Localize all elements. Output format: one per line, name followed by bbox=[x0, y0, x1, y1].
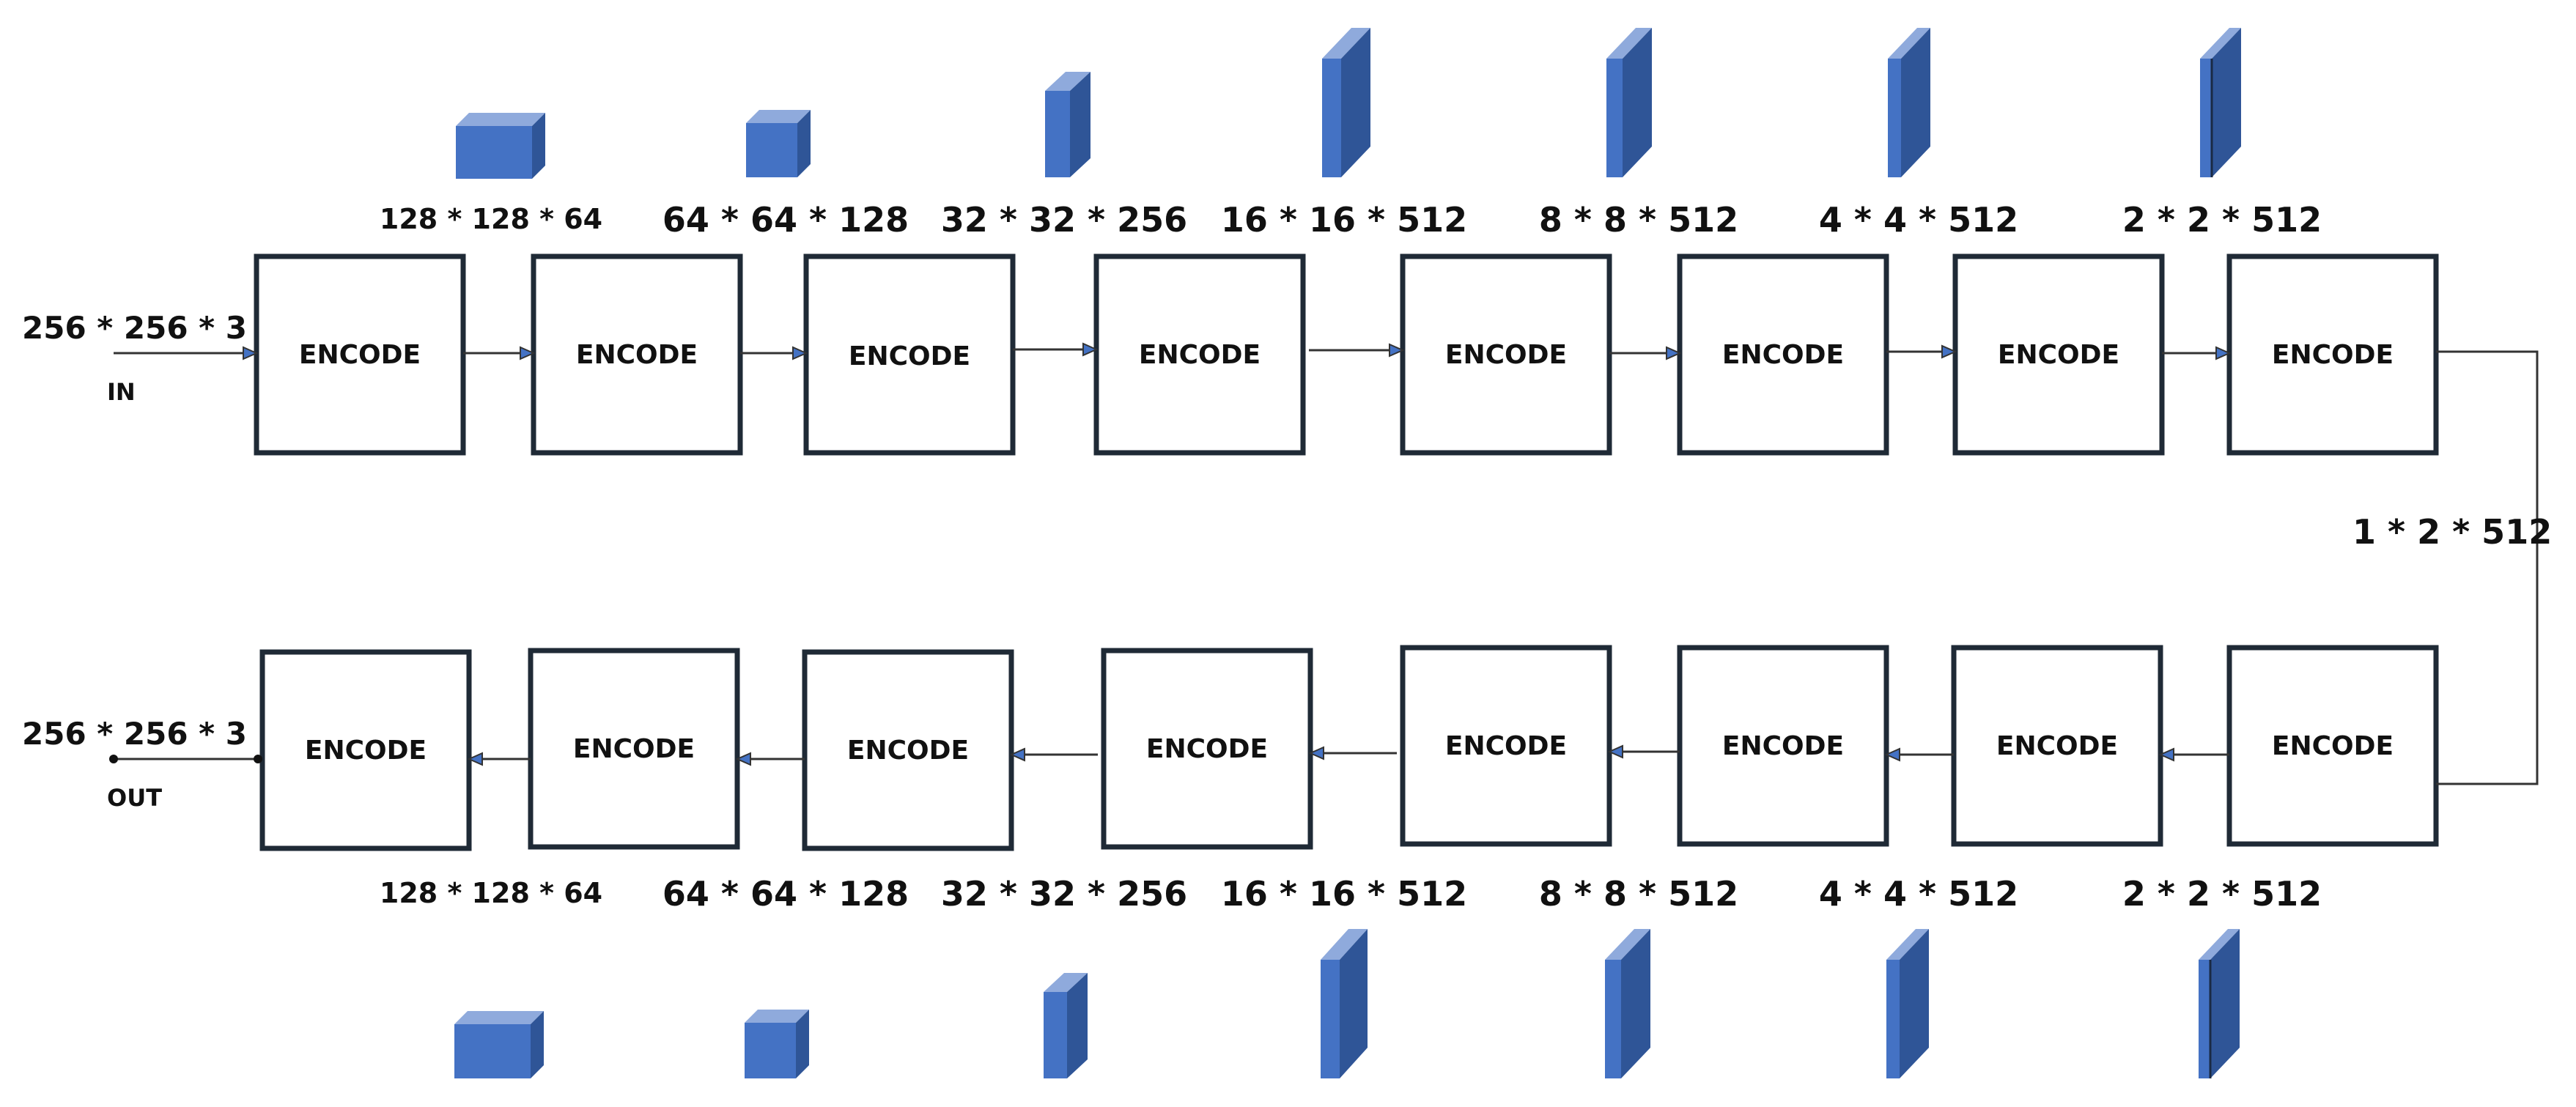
top-arrow-4 bbox=[1309, 343, 1405, 358]
block-label: ENCODE bbox=[1722, 340, 1844, 370]
feature-map-cuboid-icon bbox=[2199, 929, 2240, 1078]
top-encode-block-4: ENCODE bbox=[1093, 253, 1306, 456]
top-encode-block-1: ENCODE bbox=[254, 253, 466, 456]
output-dims-label: 256 * 256 * 3 bbox=[22, 716, 247, 752]
bottom-arrow-3 bbox=[1009, 747, 1098, 762]
bottom-feature-map-icons bbox=[454, 929, 2240, 1078]
top-arrow-6 bbox=[1886, 344, 1957, 359]
block-label: ENCODE bbox=[299, 340, 421, 370]
bottom-arrow-6 bbox=[1884, 747, 1954, 762]
bottom-encode-block-3: ENCODE bbox=[802, 649, 1014, 851]
feature-map-cuboid-icon bbox=[454, 1011, 544, 1078]
block-label: ENCODE bbox=[1146, 734, 1268, 764]
bottom-encode-block-5: ENCODE bbox=[1400, 645, 1612, 847]
top-arrow-3 bbox=[1013, 342, 1099, 357]
block-label: ENCODE bbox=[1998, 340, 2119, 370]
feature-map-cuboid-icon bbox=[1605, 929, 1650, 1078]
block-label: ENCODE bbox=[573, 734, 695, 764]
top-encode-block-7: ENCODE bbox=[1952, 253, 2165, 456]
bottom-encode-block-4: ENCODE bbox=[1101, 648, 1313, 850]
block-label: ENCODE bbox=[1139, 340, 1261, 370]
block-label: ENCODE bbox=[305, 736, 427, 766]
feature-map-cuboid-icon bbox=[456, 113, 545, 179]
feature-map-cuboid-icon bbox=[1321, 929, 1368, 1078]
bottom-connectors bbox=[109, 744, 2229, 766]
block-label: ENCODE bbox=[1722, 731, 1844, 761]
bottom-arrow-1 bbox=[467, 752, 531, 766]
feature-map-cuboid-icon bbox=[1045, 72, 1090, 177]
block-label: ENCODE bbox=[1445, 340, 1567, 370]
bottom-encode-block-8: ENCODE bbox=[2226, 645, 2439, 847]
feature-map-cuboid-icon bbox=[1888, 28, 1930, 177]
top-dims-label: 64 * 64 * 128 bbox=[663, 200, 909, 240]
bottom-dims-label: 128 * 128 * 64 bbox=[380, 877, 602, 909]
top-dims-label: 4 * 4 * 512 bbox=[1819, 200, 2018, 240]
top-feature-map-icons bbox=[456, 28, 2241, 179]
feature-map-cuboid-icon bbox=[746, 110, 811, 177]
bottom-arrow-7 bbox=[2158, 747, 2229, 762]
block-label: ENCODE bbox=[847, 736, 969, 766]
top-arrow-5 bbox=[1609, 346, 1682, 360]
top-arrow-2 bbox=[740, 346, 808, 360]
top-encode-block-6: ENCODE bbox=[1677, 253, 1889, 456]
top-encode-block-5: ENCODE bbox=[1400, 253, 1612, 456]
bottom-arrow-2 bbox=[735, 752, 805, 766]
feature-map-cuboid-icon bbox=[745, 1010, 809, 1078]
top-dims-label: 8 * 8 * 512 bbox=[1539, 200, 1738, 240]
top-arrow-1 bbox=[463, 346, 536, 360]
top-dims-label: 128 * 128 * 64 bbox=[380, 203, 602, 235]
bottom-encode-block-1: ENCODE bbox=[259, 649, 472, 851]
top-encode-block-3: ENCODE bbox=[803, 253, 1016, 456]
input-dims-label: 256 * 256 * 3 bbox=[22, 310, 247, 346]
top-dims-label: 16 * 16 * 512 bbox=[1221, 200, 1467, 240]
input-arrow bbox=[114, 346, 259, 360]
feature-map-cuboid-icon bbox=[1606, 28, 1652, 177]
block-label: ENCODE bbox=[1445, 731, 1567, 761]
top-dimension-labels: 128 * 128 * 64 64 * 64 * 128 32 * 32 * 2… bbox=[380, 200, 2322, 240]
feature-map-cuboid-icon bbox=[1044, 973, 1088, 1078]
block-label: ENCODE bbox=[2272, 731, 2394, 761]
block-label: ENCODE bbox=[849, 341, 970, 371]
output-connector bbox=[109, 755, 262, 763]
bottom-arrow-5 bbox=[1607, 744, 1680, 759]
bottom-dims-label: 8 * 8 * 512 bbox=[1539, 874, 1738, 914]
bottom-dims-label: 4 * 4 * 512 bbox=[1819, 874, 2018, 914]
bottom-dims-label: 32 * 32 * 256 bbox=[941, 874, 1187, 914]
feature-map-cuboid-icon bbox=[2200, 28, 2241, 177]
top-connectors bbox=[114, 342, 2232, 360]
bottom-encode-block-7: ENCODE bbox=[1951, 645, 2163, 847]
bottom-dimension-labels: 128 * 128 * 64 64 * 64 * 128 32 * 32 * 2… bbox=[380, 874, 2322, 914]
bottom-encode-block-2: ENCODE bbox=[528, 648, 740, 850]
block-label: ENCODE bbox=[576, 340, 698, 370]
bottom-arrow-4 bbox=[1308, 746, 1397, 760]
top-encode-block-8: ENCODE bbox=[2226, 253, 2439, 456]
bottom-dims-label: 64 * 64 * 128 bbox=[663, 874, 909, 914]
bottom-dims-label: 2 * 2 * 512 bbox=[2122, 874, 2322, 914]
top-arrow-7 bbox=[2162, 346, 2232, 360]
input-label: IN bbox=[107, 378, 136, 406]
bottom-encode-block-6: ENCODE bbox=[1677, 645, 1889, 847]
output-label: OUT bbox=[107, 784, 162, 812]
feature-map-cuboid-icon bbox=[1322, 28, 1370, 177]
top-dims-label: 32 * 32 * 256 bbox=[941, 200, 1187, 240]
block-label: ENCODE bbox=[1996, 731, 2118, 761]
top-dims-label: 2 * 2 * 512 bbox=[2122, 200, 2322, 240]
block-label: ENCODE bbox=[2272, 340, 2394, 370]
feature-map-cuboid-icon bbox=[1886, 929, 1929, 1078]
bottleneck-dims-label: 1 * 2 * 512 bbox=[2352, 512, 2552, 552]
top-encode-block-2: ENCODE bbox=[531, 253, 743, 456]
bottom-dims-label: 16 * 16 * 512 bbox=[1221, 874, 1467, 914]
bottleneck-connector bbox=[2436, 350, 2539, 785]
